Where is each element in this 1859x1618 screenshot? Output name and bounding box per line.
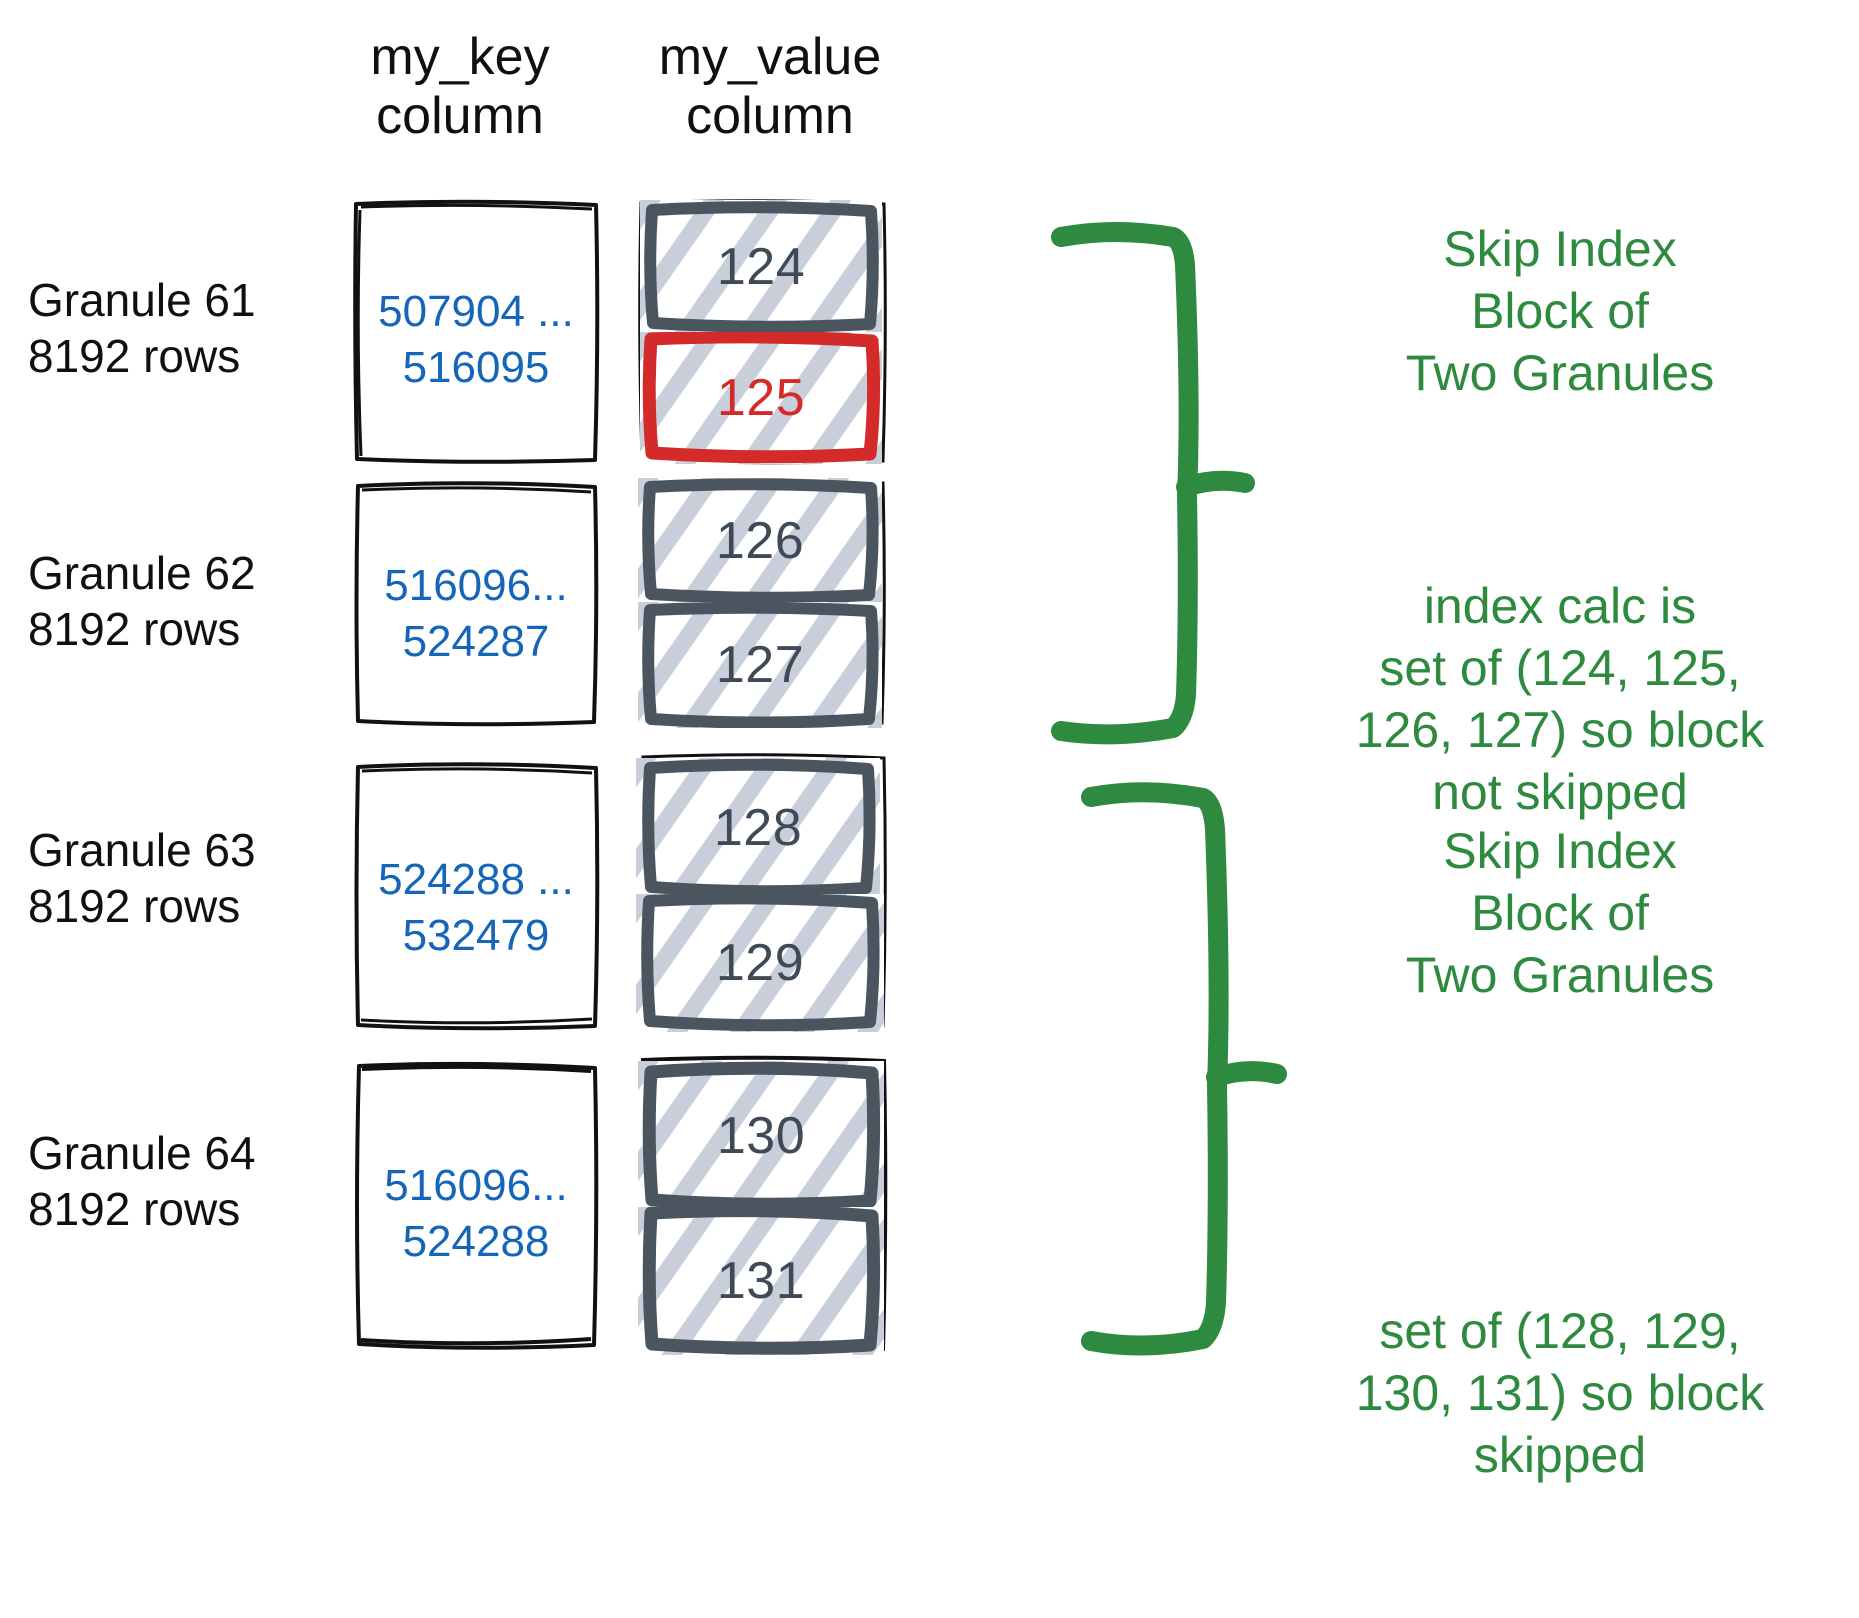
hatch-pattern-icon (640, 200, 882, 334)
sketch-rect-icon (354, 762, 600, 1031)
my-key-column-header: my_key column (370, 28, 550, 146)
value-cell-129: 129 (636, 894, 884, 1032)
value-cell-124: 124 (640, 200, 882, 334)
granule-label-62: Granule 62 8192 rows (28, 547, 256, 656)
cell-border-icon (641, 894, 880, 1032)
key-box-granule-63: 524288 ... 532479 (352, 760, 600, 1032)
value-number: 130 (716, 1107, 806, 1165)
value-cell-127: 127 (638, 602, 882, 728)
value-number: 125 (716, 369, 806, 427)
skip-index-bracket-bottom (1081, 782, 1287, 1356)
key-box-granule-64: 516096... 524288 (352, 1060, 600, 1352)
key-box-granule-61: 507904 ... 516095 (352, 198, 600, 466)
value-number: 129 (715, 934, 805, 992)
cell-border-highlight-icon (642, 332, 881, 464)
hatch-pattern-icon (638, 1061, 884, 1211)
value-number: 131 (716, 1252, 806, 1310)
sketch-rect-icon (353, 199, 600, 464)
key-range-granule-61: 507904 ... 516095 (378, 287, 574, 393)
value-number: 124 (716, 238, 806, 296)
value-cell-128: 128 (636, 758, 880, 898)
cell-border-icon (642, 758, 876, 898)
sketch-rect-icon (355, 1061, 599, 1350)
value-box-granule-63: 128 129 (636, 752, 888, 1032)
hatch-pattern-icon (636, 758, 880, 898)
value-box-granule-64: 130 131 (636, 1055, 888, 1355)
hatch-pattern-icon (638, 478, 882, 604)
hatch-pattern-icon (638, 602, 882, 728)
value-cell-126: 126 (638, 478, 882, 604)
hatch-pattern-icon (638, 1207, 884, 1355)
value-cell-125-highlighted: 125 (640, 332, 882, 464)
value-box-granule-62: 126 127 (636, 478, 888, 728)
granule-label-61: Granule 61 8192 rows (28, 274, 256, 383)
annotation-index-calc-skipped: set of (128, 129, 130, 131) so block ski… (1355, 1303, 1765, 1483)
value-number: 127 (715, 636, 805, 694)
key-box-granule-62: 516096... 524287 (352, 478, 600, 728)
value-number: 126 (715, 512, 805, 570)
key-range-granule-63: 524288 ... 532479 (378, 855, 574, 961)
hatch-pattern-icon (640, 332, 882, 464)
annotation-index-calc-not-skipped: index calc is set of (124, 125, 126, 127… (1355, 578, 1765, 820)
cell-border-icon (642, 1207, 881, 1355)
cell-border-icon (642, 602, 879, 728)
cell-border-icon (642, 478, 879, 604)
cell-border-icon (642, 1061, 881, 1211)
hatch-pattern-icon (636, 894, 884, 1032)
my-value-column-header: my_value column (658, 28, 882, 146)
sketch-rect-icon (354, 481, 599, 727)
value-number: 128 (713, 799, 803, 857)
value-cell-131: 131 (638, 1207, 884, 1355)
key-range-granule-64: 516096... 524288 (384, 1161, 568, 1267)
key-range-granule-62: 516096... 524287 (384, 561, 568, 667)
value-cell-130: 130 (638, 1061, 884, 1211)
annotation-skip-index-block-top: Skip Index Block of Two Granules (1405, 221, 1715, 401)
granule-label-64: Granule 64 8192 rows (28, 1127, 256, 1236)
cell-border-icon (644, 201, 879, 333)
granule-label-63: Granule 63 8192 rows (28, 824, 256, 933)
annotation-skip-index-block-bottom: Skip Index Block of Two Granules (1405, 823, 1715, 1003)
skip-index-bracket-top (1051, 222, 1255, 745)
value-box-granule-61: 124 125 (636, 198, 888, 466)
